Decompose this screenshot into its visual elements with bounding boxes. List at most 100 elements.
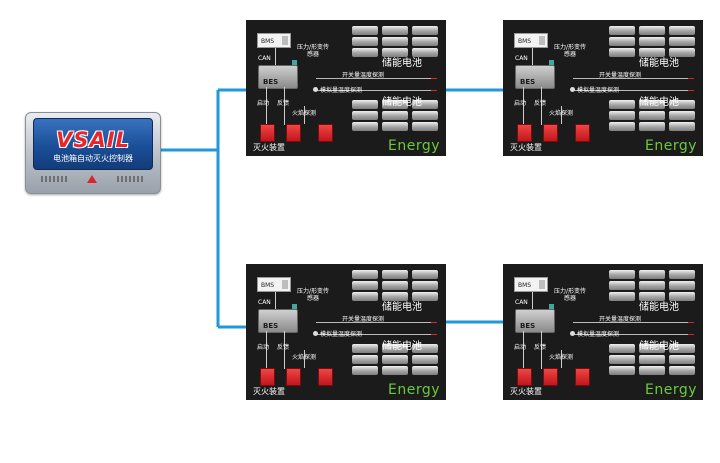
battery-cell <box>412 100 438 109</box>
fire-extinguisher-icon <box>575 124 590 142</box>
fire-extinguisher-icon <box>260 368 275 386</box>
battery-label: 储能电池 <box>382 302 422 313</box>
bms-connector <box>282 280 288 289</box>
battery-cell <box>412 37 438 46</box>
battery-cell <box>412 122 438 131</box>
pressure-sensor-icon <box>549 304 554 309</box>
probe-end-marker <box>688 322 694 323</box>
fire-probe-label: 火焰探测 <box>549 354 574 361</box>
controller-screen: VSAIL 电池箱自动灭火控制器 <box>33 118 153 170</box>
speaker-grille-right <box>117 176 145 182</box>
extinguish-temp-probe-label: 开关量温度探测 <box>342 72 385 79</box>
battery-cell <box>609 292 635 301</box>
battery-cell <box>669 270 695 279</box>
bms-connector <box>539 280 545 289</box>
battery-cell <box>669 366 695 375</box>
controller-logo: VSAIL <box>56 128 130 152</box>
probe-end-marker <box>431 78 437 79</box>
battery-cell <box>669 344 695 353</box>
battery-cell <box>639 344 665 353</box>
can-wire <box>275 48 276 65</box>
battery-cell <box>352 122 378 131</box>
start-wire <box>523 331 524 369</box>
fire-extinguisher-icon <box>286 368 301 386</box>
pressure-sensor-icon <box>292 60 297 65</box>
battery-cell <box>669 292 695 301</box>
probe-dot-icon <box>570 331 575 336</box>
analog-temp-line <box>573 90 693 91</box>
battery-cell <box>352 344 378 353</box>
bes-unit: BES <box>258 309 298 333</box>
battery-cell <box>382 292 408 301</box>
start-wire <box>523 87 524 125</box>
battery-cell <box>639 355 665 364</box>
battery-cell <box>609 100 635 109</box>
can-wire <box>275 292 276 309</box>
analog-temp-probe-label: 模拟量温度探测 <box>320 87 363 94</box>
feedback-label: 反馈 <box>534 100 547 107</box>
fire-probe-label: 火焰探测 <box>292 354 317 361</box>
analog-temp-probe-label: 模拟量温度探测 <box>577 331 620 338</box>
analog-temp-line <box>316 90 436 91</box>
energy-label: Energy <box>645 138 698 154</box>
battery-cell <box>382 37 408 46</box>
battery-cell <box>382 100 408 109</box>
feedback-wire <box>541 87 542 125</box>
feedback-wire <box>284 331 285 369</box>
energy-storage-cabinet-top-left: 储能电池 储能电池 Energy 开关量温度探测 模拟量温度探测 BMS CAN… <box>246 20 446 156</box>
bes-label: BES <box>520 322 536 330</box>
can-label: CAN <box>515 299 528 306</box>
battery-cell <box>352 355 378 364</box>
feedback-label: 反馈 <box>534 344 547 351</box>
probe-dot-icon <box>570 87 575 92</box>
speaker-grille-left <box>41 176 69 182</box>
analog-temp-probe-label: 模拟量温度探测 <box>577 87 620 94</box>
fire-extinguisher-icon <box>517 124 532 142</box>
battery-cell <box>382 111 408 120</box>
battery-cell <box>352 100 378 109</box>
battery-cell <box>412 344 438 353</box>
fire-probe-label: 火焰探测 <box>292 110 317 117</box>
battery-cell <box>669 122 695 131</box>
battery-cell <box>669 48 695 57</box>
battery-cell <box>669 100 695 109</box>
feedback-wire <box>284 87 285 125</box>
fire-extinguisher-icon <box>286 124 301 142</box>
analog-temp-probe-label: 模拟量温度探测 <box>320 331 363 338</box>
fire-extinguisher-icon <box>575 368 590 386</box>
battery-cell <box>382 366 408 375</box>
probe-end-marker <box>431 90 437 91</box>
bes-label: BES <box>263 78 279 86</box>
bms-connector <box>539 36 545 45</box>
battery-cell <box>669 26 695 35</box>
battery-label: 储能电池 <box>382 341 422 352</box>
battery-cell <box>382 48 408 57</box>
battery-cell <box>669 281 695 290</box>
battery-cell <box>382 344 408 353</box>
battery-cell <box>412 26 438 35</box>
can-label: CAN <box>515 55 528 62</box>
probe-end-marker <box>688 334 694 335</box>
extinguish-temp-line <box>573 322 693 323</box>
probe-end-marker <box>688 90 694 91</box>
pressure-sensor-label: 压力/形变传感器 <box>296 288 330 302</box>
fire-extinguisher-icon <box>318 368 333 386</box>
start-label: 启动 <box>514 100 527 107</box>
fire-probe-wire <box>561 106 562 124</box>
extinguish-temp-line <box>573 78 693 79</box>
extinguish-temp-probe-label: 开关量温度探测 <box>599 72 642 79</box>
battery-cell <box>352 292 378 301</box>
extinguish-temp-probe-label: 开关量温度探测 <box>342 316 385 323</box>
battery-cell <box>352 366 378 375</box>
alarm-indicator-icon <box>87 175 97 183</box>
battery-cell <box>609 355 635 364</box>
probe-end-marker <box>431 322 437 323</box>
bes-unit: BES <box>515 65 555 89</box>
controller-subtitle: 电池箱自动灭火控制器 <box>53 154 133 163</box>
bes-label: BES <box>263 322 279 330</box>
battery-cell <box>639 48 665 57</box>
bms-label: BMS <box>261 38 275 45</box>
battery-cell <box>382 122 408 131</box>
start-label: 启动 <box>257 100 270 107</box>
